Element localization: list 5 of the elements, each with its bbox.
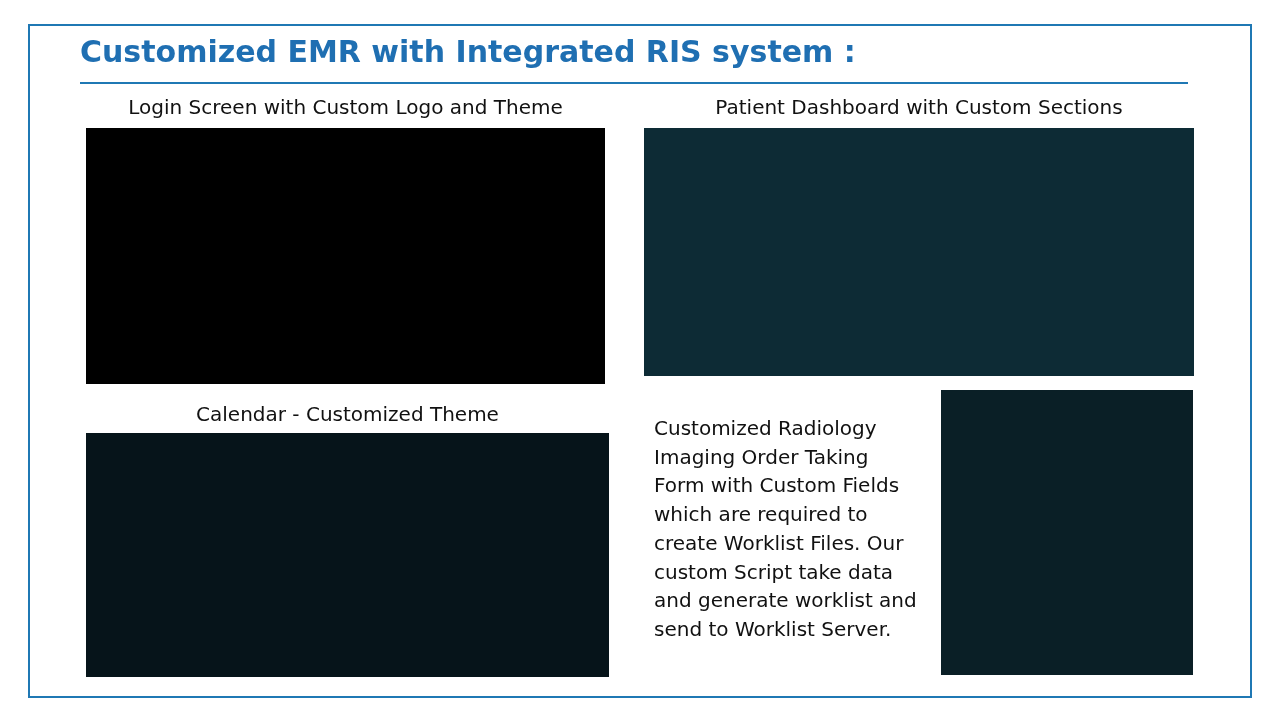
slide-title: Customized EMR with Integrated RIS system :: [80, 34, 856, 69]
screenshot-caption: Login Screen with Custom Logo and Theme: [127, 95, 564, 119]
screenshot-caption: Calendar - Customized Theme: [195, 402, 500, 426]
screenshot-caption: Patient Dashboard with Custom Sections: [714, 95, 1124, 119]
description-paragraph: Customized Radiology Imaging Order Taking Form with Custom Fields which are required to create Worklist Files. Our custom Script take data and generate worklist and send to Worklist Server.: [654, 415, 918, 643]
